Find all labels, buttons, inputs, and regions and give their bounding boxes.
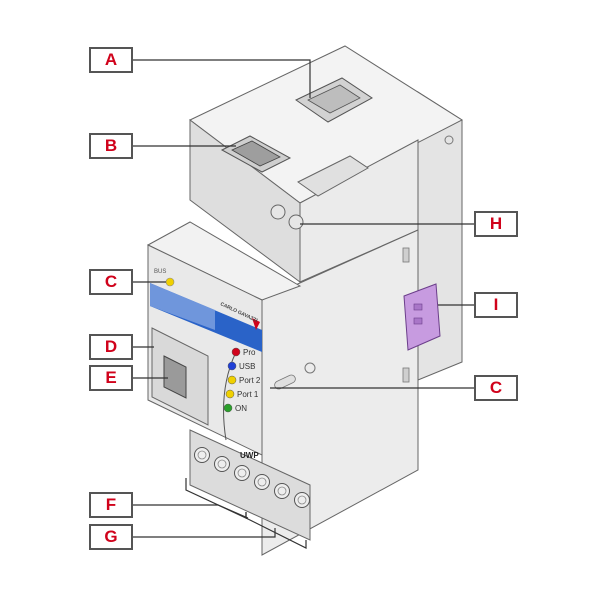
side-connector <box>403 283 441 351</box>
callout-g: G <box>89 524 133 550</box>
top-terminal-2 <box>288 214 304 230</box>
led-indicator <box>223 403 233 413</box>
screw-terminal-inner <box>277 486 287 496</box>
led-label: ON <box>235 404 247 413</box>
led-indicator <box>227 361 237 371</box>
side-slot <box>274 374 296 390</box>
screw-terminal-inner <box>257 477 267 487</box>
callout-d: D <box>89 334 133 360</box>
callout-i: I <box>474 292 518 318</box>
side-connector-pin-2 <box>413 317 423 325</box>
screw-terminal <box>254 474 270 490</box>
usb-port <box>163 355 187 399</box>
led-label: USB <box>239 362 255 371</box>
callout-c-left: C <box>89 269 133 295</box>
bus-led-label: BUS <box>154 269 166 275</box>
callout-f: F <box>89 492 133 518</box>
screw-terminal <box>234 465 250 481</box>
din-slot-1 <box>402 247 410 263</box>
led-indicator <box>227 375 237 385</box>
screw-terminal-inner <box>197 450 207 460</box>
din-slot-2 <box>402 367 410 383</box>
bottom-terminals <box>194 447 310 508</box>
led-indicator <box>231 347 241 357</box>
screw-terminal <box>274 483 290 499</box>
model-label: UWP <box>240 451 259 460</box>
callout-c-right: C <box>474 375 518 401</box>
top-terminal-1 <box>270 204 286 220</box>
screw-terminal <box>214 456 230 472</box>
screw-terminal-inner <box>297 495 307 505</box>
screw-terminal-inner <box>237 468 247 478</box>
callout-h: H <box>474 211 518 237</box>
led-label: Port 2 <box>239 376 261 385</box>
screw-terminal-inner <box>217 459 227 469</box>
housing-screw <box>444 135 454 145</box>
callout-b: B <box>89 133 133 159</box>
ethernet-port-inner <box>307 84 361 114</box>
leader-lines <box>133 59 474 549</box>
brand-text: CARLO GAVAZZI <box>219 301 259 324</box>
led-guide-line <box>223 351 237 441</box>
callout-e: E <box>89 365 133 391</box>
led-label: Pro <box>243 348 256 357</box>
brand-logo-mark <box>252 318 260 330</box>
top-clip <box>297 155 369 197</box>
side-connector-pin-1 <box>413 303 423 311</box>
screw-terminal <box>294 492 310 508</box>
callout-a: A <box>89 47 133 73</box>
led-indicator <box>225 389 235 399</box>
top-usb-slot-inner <box>231 140 281 167</box>
blue-band-light <box>150 283 215 330</box>
led-label: Port 1 <box>237 390 259 399</box>
screw-terminal <box>194 447 210 463</box>
side-screw <box>304 362 316 374</box>
